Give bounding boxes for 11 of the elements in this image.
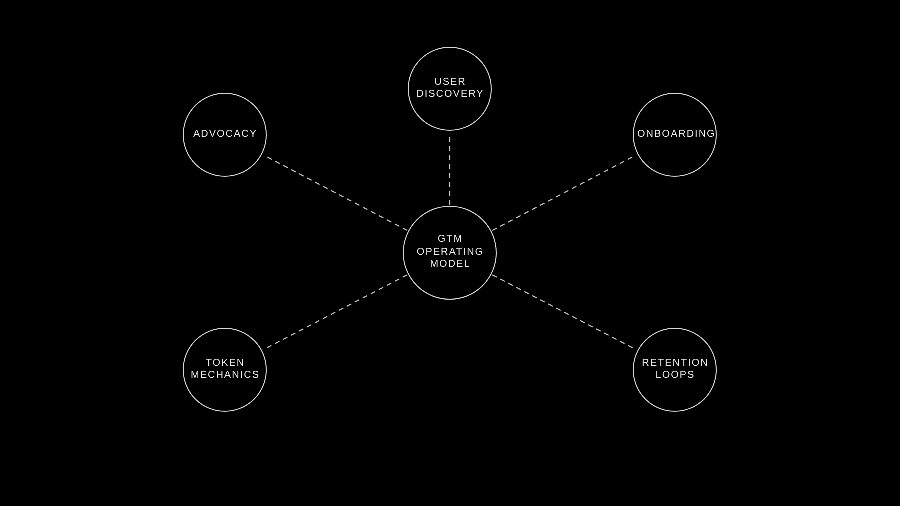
node-label: RETENTION LOOPS bbox=[641, 358, 710, 382]
node-label: TOKEN MECHANICS bbox=[190, 358, 261, 382]
node-label: ONBOARDING bbox=[636, 128, 714, 142]
dashed-connector bbox=[492, 274, 636, 350]
dashed-connector bbox=[264, 155, 408, 232]
node-label: USER DISCOVERY bbox=[416, 76, 486, 102]
node-label: GTM OPERATING MODEL bbox=[416, 234, 486, 272]
dashed-connector bbox=[264, 274, 408, 350]
dashed-connector bbox=[449, 134, 451, 205]
dashed-connector bbox=[492, 155, 636, 232]
node-label: ADVOCACY bbox=[192, 128, 259, 142]
